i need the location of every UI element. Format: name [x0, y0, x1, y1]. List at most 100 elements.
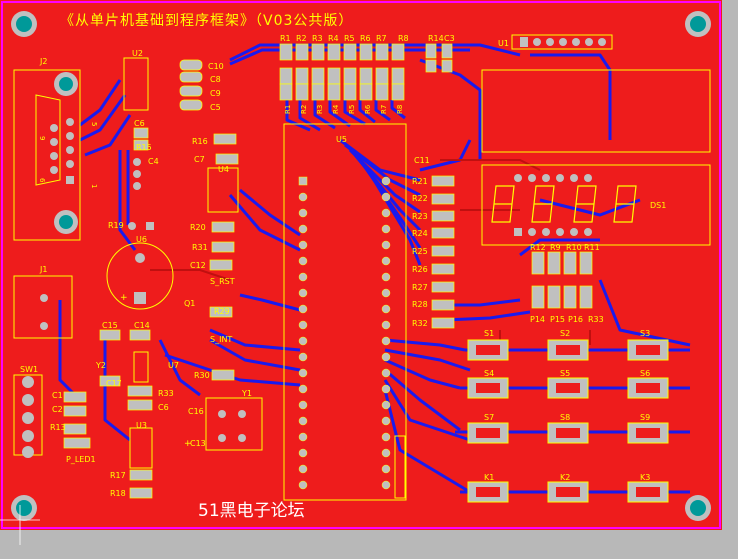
mcu-pin [381, 432, 391, 442]
mcu-pin [298, 304, 308, 314]
label-u7: U7 [168, 361, 179, 370]
label-r32: R32 [412, 319, 428, 328]
label-s-rst: S_RST [210, 277, 235, 286]
label-r17: R17 [110, 471, 126, 480]
mcu-pin [298, 352, 308, 362]
db9-pins [50, 72, 78, 234]
mirrored-labels: R1 R2 R3 R4 R5 R6 R7 R8 9 6 5 1 [38, 104, 404, 188]
label-c6b: C6 [158, 403, 169, 412]
label-r28: R28 [412, 300, 428, 309]
label-r14: R14 [428, 34, 444, 43]
label-r23: R23 [412, 212, 428, 221]
label-j2-pin9: 9 [38, 136, 46, 140]
label-c14: C14 [134, 321, 150, 330]
label-r33: R33 [158, 389, 174, 398]
label-c12: C12 [190, 261, 206, 270]
label-r1: R1 [280, 34, 291, 43]
label-r31: R31 [192, 243, 208, 252]
board-outline [1, 1, 721, 529]
ds1-pins [514, 174, 592, 236]
mcu-pin [298, 416, 308, 426]
label-c13: C13 [190, 439, 206, 448]
label-c3: C3 [444, 34, 455, 43]
switch-contacts [476, 345, 660, 497]
mcu-pin [381, 352, 391, 362]
mcu-pin [298, 176, 308, 186]
mcu-pin [298, 480, 308, 490]
mcu-pin [381, 464, 391, 474]
label-r26: R26 [412, 265, 428, 274]
label-r7-mirror: R7 [380, 105, 388, 114]
mcu-pin [381, 384, 391, 394]
label-r25: R25 [412, 247, 428, 256]
label-r2: R2 [296, 34, 307, 43]
mcu-pin [298, 320, 308, 330]
svg-text:+: + [120, 293, 128, 303]
label-u3: U3 [136, 421, 147, 430]
mcu-pin [381, 304, 391, 314]
mcu-pin [298, 272, 308, 282]
mcu-pin [381, 448, 391, 458]
smd-pads [63, 43, 593, 499]
label-r27: R27 [412, 283, 428, 292]
forum-watermark: 51黑电子论坛 [198, 501, 305, 521]
label-j2: J2 [39, 57, 47, 66]
label-k2: K2 [560, 473, 570, 482]
label-p-led1: P_LED1 [66, 455, 96, 464]
label-r6-mirror: R6 [364, 104, 372, 114]
label-s-int: S_INT [210, 335, 232, 344]
cursor-crosshair [0, 505, 40, 545]
label-c15: C15 [102, 321, 118, 330]
mcu-pin [381, 176, 391, 186]
mcu-pin [298, 448, 308, 458]
label-ds1: DS1 [650, 201, 666, 210]
label-c6: C6 [134, 119, 145, 128]
label-u2: U2 [132, 49, 143, 58]
label-y1: Y1 [241, 389, 252, 398]
seven-segment-display [491, 185, 637, 223]
label-q1: Q1 [184, 299, 195, 308]
label-s7: S7 [484, 413, 494, 422]
label-u4: U4 [218, 165, 229, 174]
label-r29: R29 [214, 307, 230, 316]
label-r13: R13 [50, 423, 66, 432]
label-s4: S4 [484, 369, 494, 378]
label-r5-mirror: R5 [348, 105, 356, 114]
label-sw1: SW1 [20, 365, 38, 374]
label-c1: C1 [52, 391, 63, 400]
u1-header-pins [520, 37, 606, 47]
mcu-pin [298, 368, 308, 378]
label-r4-mirror: R4 [332, 104, 340, 114]
label-p14: P14 [530, 315, 545, 324]
mcu-pin [381, 208, 391, 218]
mcu-pin [381, 336, 391, 346]
label-r20: R20 [190, 223, 206, 232]
label-j1: J1 [39, 265, 47, 274]
label-s5: S5 [560, 369, 570, 378]
label-s8: S8 [560, 413, 570, 422]
label-r7: R7 [376, 34, 387, 43]
label-u1: U1 [498, 39, 509, 48]
label-s2: S2 [560, 329, 570, 338]
label-c17: C17 [106, 379, 122, 388]
misc-pins [22, 158, 246, 458]
mcu-pin [298, 208, 308, 218]
label-p16: P16 [568, 315, 583, 324]
mcu-pin [298, 336, 308, 346]
mcu-pin [298, 256, 308, 266]
label-r4: R4 [328, 34, 339, 43]
label-r3: R3 [312, 34, 323, 43]
board-title: 《从单片机基础到程序框架》（V03公共版） [60, 13, 354, 29]
label-c7: C7 [194, 155, 205, 164]
label-r33-top: R33 [588, 315, 604, 324]
label-r5: R5 [344, 34, 355, 43]
label-j2-pin6: 6 [38, 178, 46, 183]
label-r18: R18 [110, 489, 126, 498]
label-r8-mirror: R8 [396, 105, 404, 114]
label-c8: C8 [210, 75, 221, 84]
mcu-pin [381, 400, 391, 410]
label-s6: S6 [640, 369, 650, 378]
label-r22: R22 [412, 194, 428, 203]
label-c16: C16 [188, 407, 204, 416]
